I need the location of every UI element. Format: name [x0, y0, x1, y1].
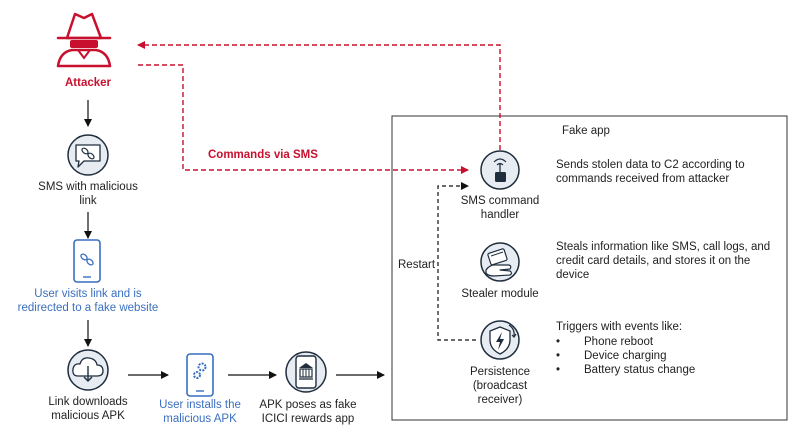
trigger-item: Device charging [556, 349, 695, 363]
persistence-shield-icon [480, 320, 520, 360]
restart-label: Restart [398, 259, 436, 271]
sms-command-icon [480, 150, 520, 190]
sms-label: SMS with malicious link [38, 181, 138, 207]
visit-label: User visits link and is redirected to a … [17, 288, 159, 314]
persistence-label: Persistence (broadcast receiver) [469, 366, 531, 406]
persistence-desc: Triggers with events like: [556, 321, 683, 333]
install-label: User installs the malicious APK [159, 399, 241, 425]
fake-app-box [391, 115, 788, 421]
download-label: Link downloads malicious APK [48, 396, 128, 422]
sms-link-icon [67, 134, 109, 176]
cloud-download-icon [67, 349, 109, 391]
restart-loop-arrow [437, 182, 476, 341]
sms-handler-desc: Sends stolen data to C2 according to com… [556, 159, 745, 185]
phone-link-icon [73, 239, 101, 283]
sms-handler-label: SMS command handler [460, 195, 540, 221]
stealer-desc: Steals information like SMS, call logs, … [556, 241, 771, 281]
hacker-icon [56, 12, 112, 68]
phone-gears-icon [186, 353, 214, 397]
c2-return-arrow [137, 41, 501, 150]
trigger-item: Phone reboot [556, 335, 695, 349]
trigger-list: Phone reboot Device charging Battery sta… [556, 335, 695, 377]
fake-app-title: Fake app [562, 125, 610, 137]
trigger-item: Battery status change [556, 363, 695, 377]
attacker-label: Attacker [64, 77, 112, 89]
poses-label: APK poses as fake ICICI rewards app [259, 399, 357, 425]
bank-app-icon [285, 351, 327, 393]
commands-arrow [138, 64, 469, 174]
commands-label: Commands via SMS [208, 149, 318, 161]
stealer-label: Stealer module [461, 288, 539, 300]
stealer-hand-icon [480, 242, 520, 282]
